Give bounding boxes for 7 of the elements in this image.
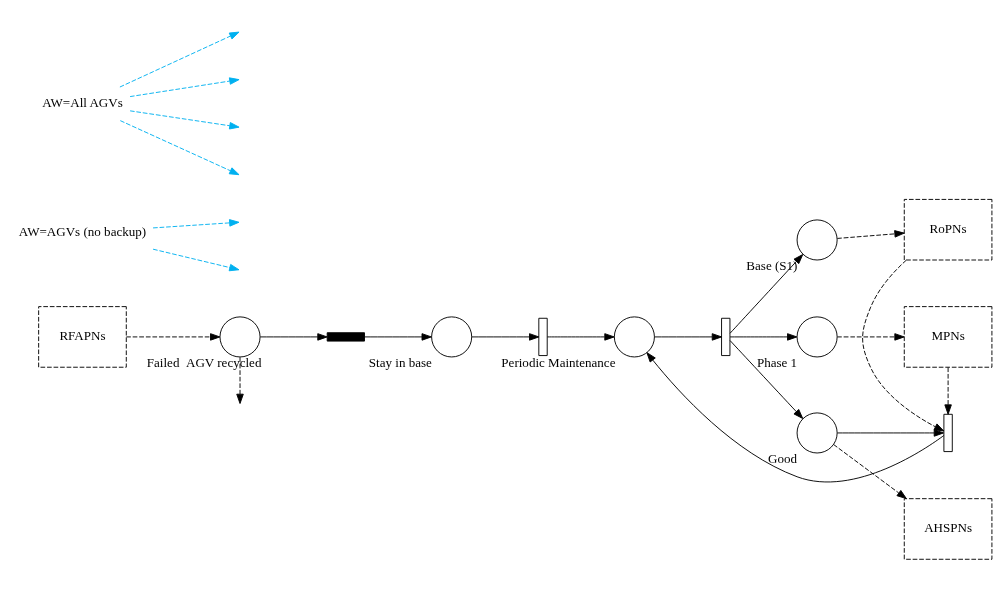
node-label: Phase 1 — [756, 355, 798, 371]
node-text: AW=AGVs (no backup) — [18, 223, 147, 239]
node-label: Failed AGV recycled — [146, 355, 262, 371]
node-text: AW=All AGVs — [42, 95, 123, 111]
node-label: Good — [768, 451, 798, 467]
node-label: Periodic Maintenance — [501, 355, 616, 371]
node-label: Stay in base — [368, 355, 432, 371]
